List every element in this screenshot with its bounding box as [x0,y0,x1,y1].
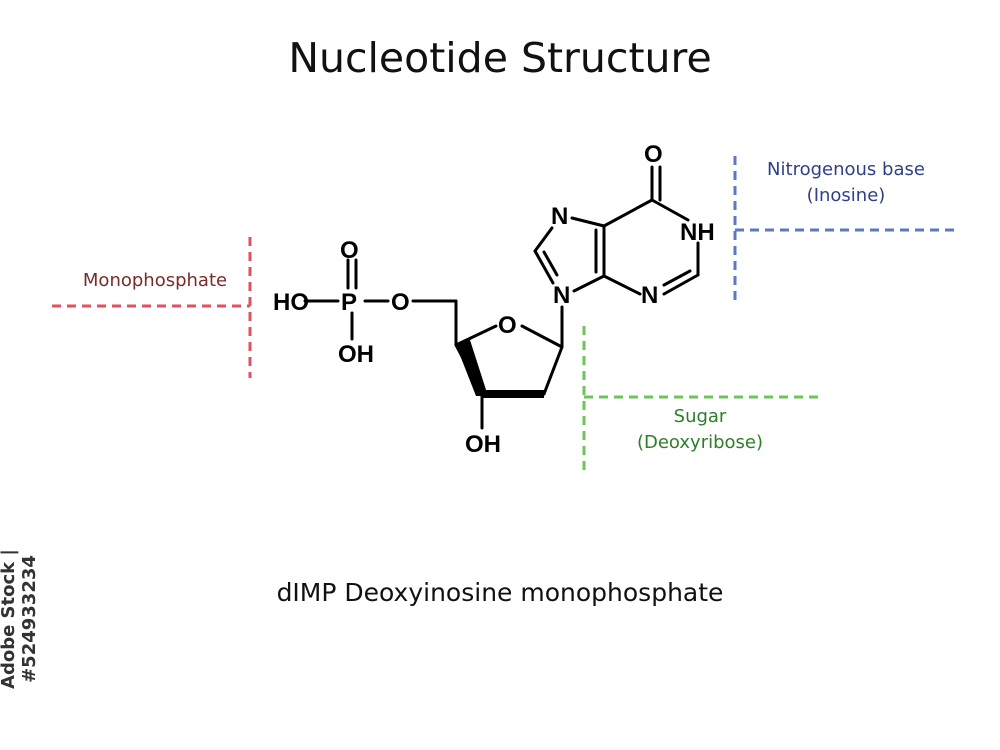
sugar-bracket [582,326,822,470]
monophosphate-label: Monophosphate [60,268,250,294]
atom-o-keto: O [644,141,663,168]
nitrogenous-base-label: Nitrogenous base (Inosine) [746,157,946,209]
sugar-label-line1: Sugar [673,406,727,427]
atom-o-ester: O [391,289,410,316]
wedge-bond-bottom [482,390,544,398]
base-bracket [733,156,960,302]
atom-oh-sugar: OH [465,431,501,458]
atom-oh-phosphate: OH [338,341,374,368]
atom-o-double-phosphate: O [340,237,359,264]
molecule-bonds [303,165,700,430]
atom-ho: HO [273,289,309,316]
wedge-bond [456,340,488,396]
monophosphate-label-text: Monophosphate [82,270,228,291]
atom-p: P [341,289,357,316]
atom-nh: NH [680,219,715,246]
base-label-line1: Nitrogenous base [767,159,925,180]
molecule-caption: dIMP Deoxyinosine monophosphate [276,578,724,607]
sugar-label: Sugar (Deoxyribose) [610,404,790,456]
atom-n7: N [551,203,568,230]
atom-n9: N [553,282,570,309]
base-label-line2: (Inosine) [806,185,886,206]
page-title: Nucleotide Structure [288,34,712,82]
atom-n3: N [641,282,658,309]
sugar-label-line2: (Deoxyribose) [636,432,764,453]
atom-o-ring: O [498,312,517,339]
stock-watermark-id: Adobe Stock | #524933234 [0,549,40,689]
monophosphate-bracket [52,237,252,378]
